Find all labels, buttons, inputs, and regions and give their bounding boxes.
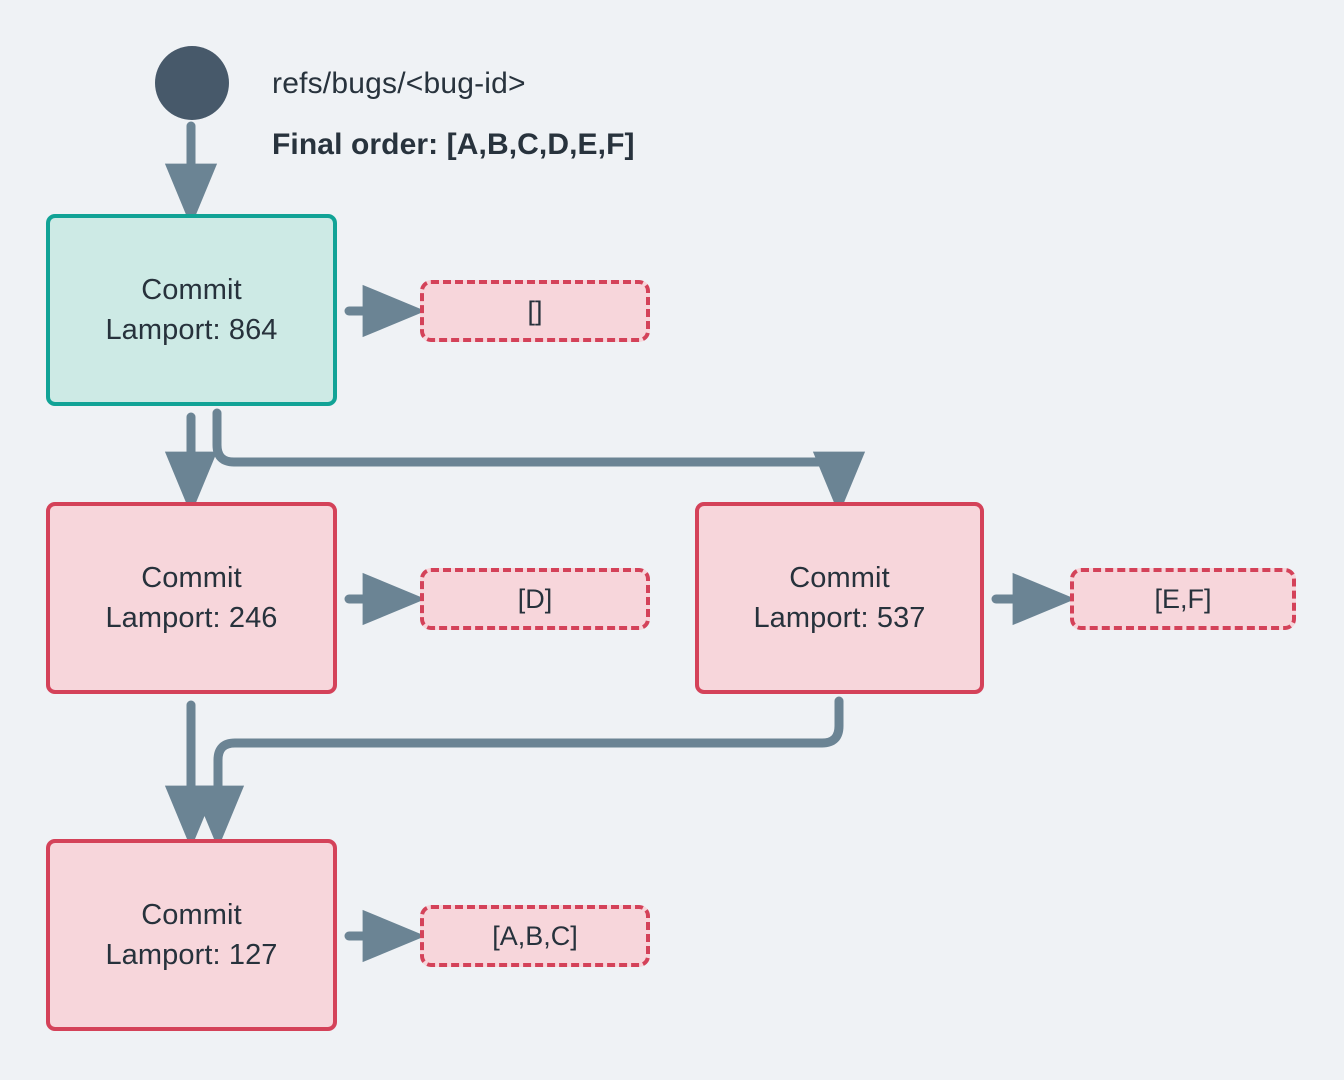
tag-box-537[interactable]: [E,F] xyxy=(1070,568,1296,630)
commit-title: Commit xyxy=(141,561,242,594)
commit-lamport: Lamport: 127 xyxy=(105,939,278,971)
tag-label: [] xyxy=(527,295,543,326)
tag-box-246[interactable]: [D] xyxy=(420,568,650,630)
tag-box-864[interactable]: [] xyxy=(420,280,650,342)
commit-node-864[interactable]: Commit Lamport: 864 xyxy=(46,214,337,406)
tag-label: [E,F] xyxy=(1154,583,1212,614)
edge-864-to-537 xyxy=(212,408,866,515)
edge-537-to-127 xyxy=(191,696,844,849)
tag-label: [A,B,C] xyxy=(492,920,578,951)
final-order-label: Final order: [A,B,C,D,E,F] xyxy=(272,128,635,161)
tag-box-127[interactable]: [A,B,C] xyxy=(420,905,650,967)
commit-node-537[interactable]: Commit Lamport: 537 xyxy=(695,502,984,694)
commit-node-127[interactable]: Commit Lamport: 127 xyxy=(46,839,337,1031)
tag-label: [D] xyxy=(517,583,553,614)
root-node-dot[interactable] xyxy=(155,46,229,120)
ref-label: refs/bugs/<bug-id> xyxy=(272,67,526,100)
commit-node-246[interactable]: Commit Lamport: 246 xyxy=(46,502,337,694)
commit-lamport: Lamport: 864 xyxy=(105,314,278,346)
commit-lamport: Lamport: 246 xyxy=(105,602,278,634)
commit-lamport: Lamport: 537 xyxy=(753,602,926,634)
commit-title: Commit xyxy=(141,898,242,931)
commit-title: Commit xyxy=(141,273,242,306)
commit-title: Commit xyxy=(789,561,890,594)
